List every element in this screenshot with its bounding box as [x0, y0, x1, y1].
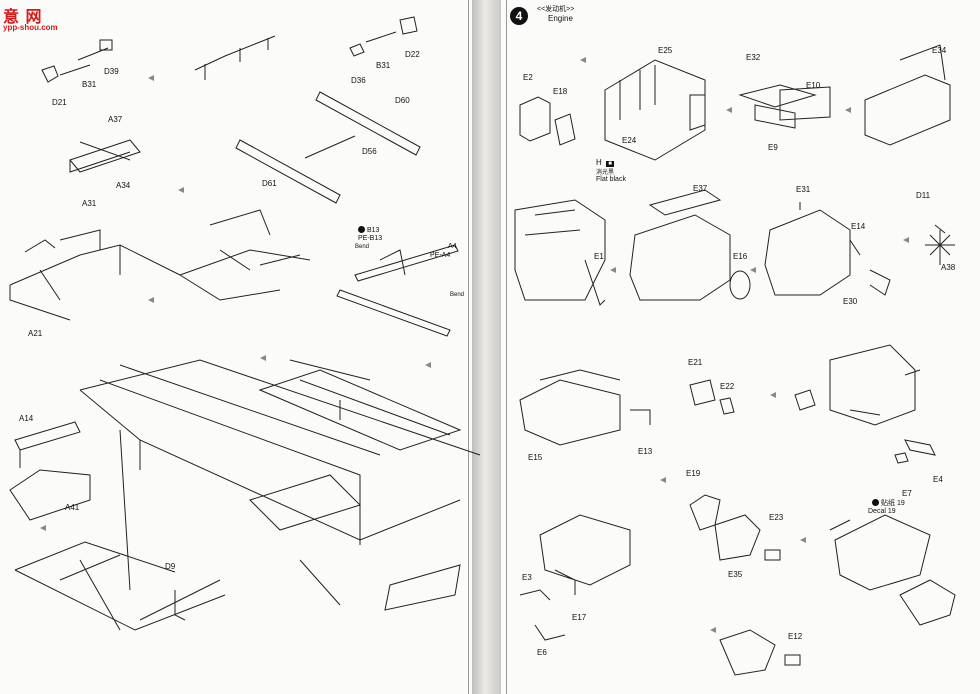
- part-label: D21: [52, 98, 67, 107]
- part-label: E1: [594, 252, 604, 261]
- part-label: D60: [395, 96, 410, 105]
- part-label: E19: [686, 469, 701, 478]
- part-label: E10: [806, 81, 821, 90]
- decal-label-cn: 贴纸 19: [872, 499, 905, 507]
- part-label: E12: [788, 632, 803, 641]
- step-number: 4: [510, 7, 528, 25]
- part-label: D36: [351, 76, 366, 85]
- left-page: [0, 0, 472, 694]
- part-label: A31: [82, 199, 97, 208]
- part-label: E25: [658, 46, 673, 55]
- watermark-logo: 意 网 ypp-shou.com: [3, 3, 83, 35]
- paint-code: H: [596, 158, 602, 167]
- part-label: E3: [522, 573, 532, 582]
- part-label: E32: [746, 53, 761, 62]
- paint-note-en: Flat black: [596, 176, 626, 183]
- part-label: D22: [405, 50, 420, 59]
- part-label: E22: [720, 382, 735, 391]
- part-label: E6: [537, 648, 547, 657]
- part-label: E34: [932, 46, 947, 55]
- step-title-cn: <<发动机>>: [537, 6, 575, 13]
- part-label: E9: [768, 143, 778, 152]
- paint-note-cn: 消光黑: [596, 170, 615, 176]
- part-label: A4: [448, 243, 457, 250]
- part-label: E7: [902, 489, 912, 498]
- part-label: E18: [553, 87, 568, 96]
- part-label: A38: [941, 263, 956, 272]
- part-label: A14: [19, 414, 34, 423]
- watermark-title: 意 网: [3, 9, 43, 26]
- part-label: A41: [65, 503, 80, 512]
- part-label: Bend: [355, 244, 370, 250]
- part-label: E31: [796, 185, 811, 194]
- part-label: E13: [638, 447, 653, 456]
- part-label: E15: [528, 453, 543, 462]
- part-label: Bend: [450, 292, 465, 298]
- part-label: E24: [622, 136, 637, 145]
- part-label: B13: [358, 226, 379, 234]
- page-gutter: [472, 0, 501, 694]
- part-label: D39: [104, 67, 119, 76]
- part-label: E35: [728, 570, 743, 579]
- part-label: E30: [843, 297, 858, 306]
- part-label: E23: [769, 513, 784, 522]
- part-label: E21: [688, 358, 703, 367]
- decal-label-en: Decal 19: [868, 508, 896, 515]
- paint-callout: H ■ 消光黑 Flat black: [596, 152, 626, 184]
- part-label: A34: [116, 181, 131, 190]
- part-label: D9: [165, 562, 176, 571]
- part-label: D56: [362, 147, 377, 156]
- part-label: PE-A4: [430, 252, 451, 259]
- left-page-edge: [468, 0, 469, 694]
- right-page: [501, 0, 980, 694]
- part-label: PE-B13: [358, 235, 383, 242]
- part-label: E17: [572, 613, 587, 622]
- part-label: B31: [82, 80, 97, 89]
- part-label: E14: [851, 222, 866, 231]
- part-label: E16: [733, 252, 748, 261]
- part-label: D61: [262, 179, 277, 188]
- part-label: A21: [28, 329, 43, 338]
- part-label: E2: [523, 73, 533, 82]
- paint-swatch: ■: [606, 161, 614, 167]
- part-label: A37: [108, 115, 123, 124]
- part-label: E37: [693, 184, 708, 193]
- right-page-edge: [506, 0, 507, 694]
- part-label: E4: [933, 475, 943, 484]
- step-title-en: Engine: [548, 14, 573, 23]
- watermark-url: ypp-shou.com: [3, 23, 58, 32]
- part-label: D11: [916, 191, 931, 200]
- part-label: B31: [376, 61, 391, 70]
